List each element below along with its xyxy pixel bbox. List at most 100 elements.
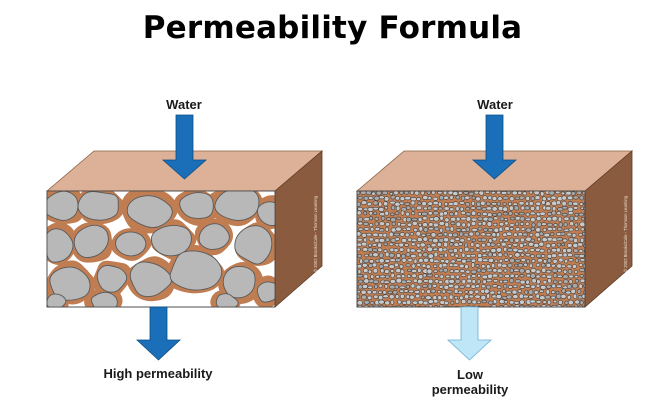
fine-grain — [399, 285, 406, 290]
fine-grain — [401, 279, 407, 285]
fine-grain — [485, 206, 493, 211]
fine-grain — [578, 268, 585, 272]
fine-grain — [443, 211, 448, 216]
fine-grain — [400, 210, 405, 216]
fine-grain — [357, 253, 362, 259]
fine-grain — [567, 210, 574, 216]
fine-grain — [509, 237, 515, 244]
fine-grain — [379, 221, 385, 226]
fine-grain — [515, 258, 521, 263]
fine-grain — [486, 293, 491, 299]
fine-grain — [568, 258, 574, 262]
fine-grain — [550, 263, 556, 268]
fine-grain — [379, 212, 386, 217]
fine-grain — [454, 278, 461, 284]
fine-grain — [378, 290, 383, 295]
fine-grain — [542, 280, 548, 285]
fine-grain — [459, 285, 465, 289]
fine-grain — [573, 237, 578, 244]
fine-grain — [561, 288, 566, 294]
fine-grain — [405, 211, 410, 217]
fine-grain — [517, 289, 522, 294]
fine-grain — [447, 232, 453, 238]
fine-grain — [378, 201, 383, 207]
fine-grain — [508, 210, 513, 216]
fine-grain — [502, 202, 507, 207]
fine-grain — [530, 238, 535, 243]
fine-grain — [504, 221, 509, 226]
fine-grain — [455, 195, 461, 200]
fine-grain — [427, 201, 433, 206]
fine-grain — [421, 263, 427, 268]
fine-grain — [419, 242, 426, 248]
fine-grain — [501, 263, 508, 268]
fine-grain — [525, 269, 531, 274]
fine-grain — [363, 268, 369, 273]
fine-grain — [400, 269, 405, 275]
fine-grain — [414, 191, 420, 196]
fine-grain — [471, 238, 476, 243]
fine-grain — [422, 216, 428, 221]
fine-grain — [567, 299, 574, 306]
fine-grain — [454, 253, 459, 258]
fine-grain — [485, 233, 492, 237]
fine-grain — [527, 241, 535, 247]
fine-grain — [546, 216, 553, 222]
fine-grain — [427, 253, 434, 259]
fine-grain — [504, 226, 510, 231]
fine-grain — [568, 237, 575, 242]
fine-grain — [449, 207, 455, 212]
fine-grain — [492, 299, 498, 304]
fine-grain — [520, 227, 526, 232]
fine-grain — [378, 264, 384, 269]
fine-grain — [579, 202, 584, 206]
fine-grain — [441, 263, 448, 268]
fine-grain — [578, 249, 584, 254]
fine-grain — [541, 274, 547, 278]
fine-grain — [366, 202, 373, 207]
fine-grain — [468, 289, 474, 295]
fine-grain — [562, 269, 568, 274]
fine-grain — [432, 238, 439, 244]
fine-grain — [357, 284, 363, 290]
fine-grain — [519, 299, 525, 305]
sand-grain — [169, 250, 223, 291]
fine-grain — [541, 222, 547, 226]
fine-grain — [394, 284, 399, 290]
fine-grain — [493, 216, 499, 221]
fine-grain — [399, 232, 405, 237]
fine-grain — [487, 212, 493, 217]
fine-grain — [399, 201, 405, 206]
fine-grain — [491, 237, 498, 242]
fine-grain — [481, 220, 487, 226]
fine-grain — [509, 216, 516, 221]
fine-grain — [448, 294, 454, 300]
fine-grain — [546, 196, 552, 201]
fine-grain — [480, 200, 486, 206]
fine-grain — [524, 289, 529, 295]
fine-grain — [565, 290, 572, 295]
fine-grain — [528, 200, 534, 206]
fine-grain — [399, 289, 405, 293]
fine-grain — [498, 299, 505, 305]
fine-grain — [551, 210, 557, 216]
fine-grain — [519, 242, 524, 248]
fine-grain — [561, 195, 567, 201]
fine-grain — [574, 299, 580, 305]
fine-grain — [406, 299, 412, 305]
fine-grain — [529, 211, 536, 216]
fine-grain — [560, 231, 566, 236]
fine-grain — [374, 216, 380, 221]
fine-grain — [409, 294, 415, 300]
fine-grain — [368, 211, 373, 216]
fine-grain — [426, 289, 431, 294]
fine-grain — [378, 252, 384, 259]
credit-text: © 2002 Brooks/Cole - Thomson Learning — [623, 195, 628, 272]
fine-grain — [378, 195, 385, 200]
fine-grain — [464, 294, 470, 300]
fine-grain — [557, 268, 562, 273]
fine-grain — [412, 300, 418, 305]
fine-grain — [393, 248, 399, 253]
fine-grain — [576, 289, 582, 294]
fine-grain — [552, 273, 558, 278]
